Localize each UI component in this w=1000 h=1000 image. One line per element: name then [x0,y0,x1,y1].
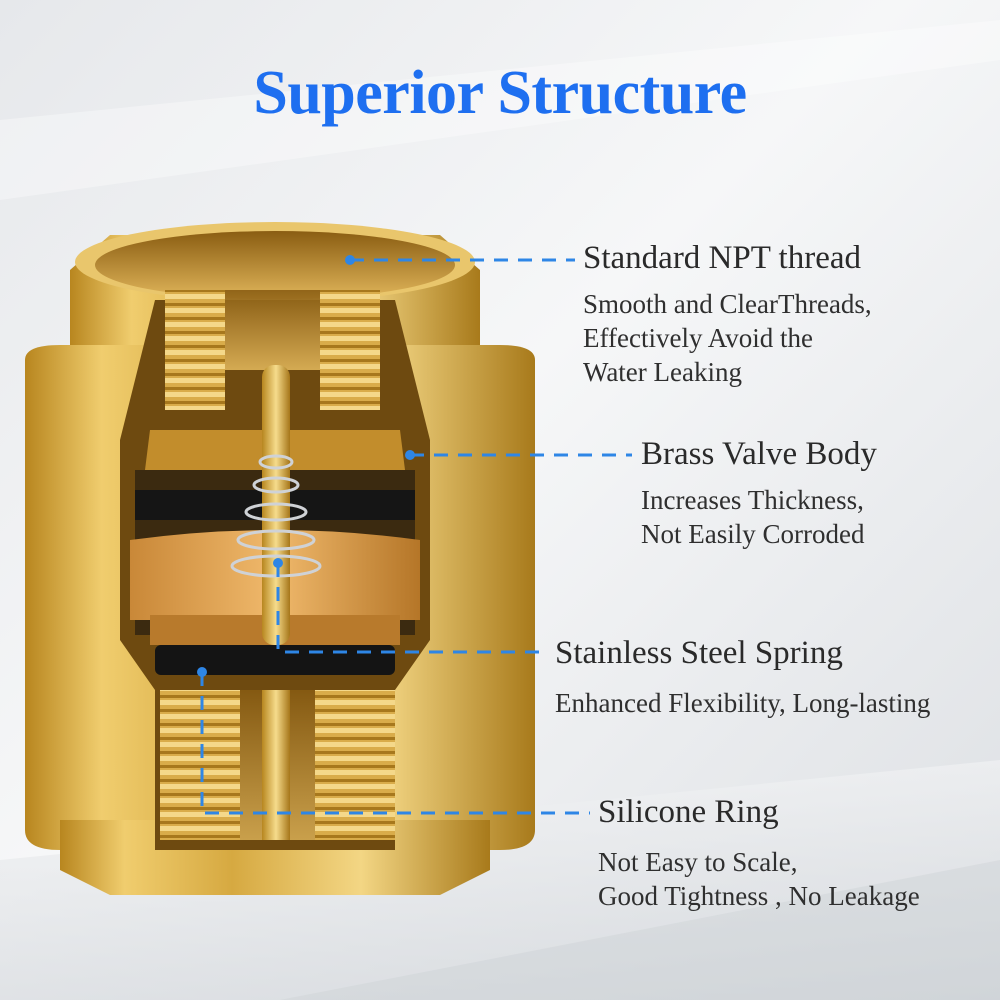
leader-line-ring [200,672,590,815]
callout-desc-line: Enhanced Flexibility, Long-lasting [555,688,931,718]
leader-dot-thread [345,255,355,265]
leader-dot-spring [273,558,283,568]
leader-dot-body [405,450,415,460]
leader-dot-ring [197,667,207,677]
callout-desc-line: Water Leaking [583,357,742,387]
callout-desc-line: Not Easily Corroded [641,519,865,549]
page-title: Superior Structure [253,59,747,127]
callout-desc-line: Smooth and ClearThreads, [583,289,872,319]
callout-desc-line: Effectively Avoid the [583,323,813,353]
callout-heading-silicone-ring: Silicone Ring [598,794,779,830]
leader-line-spring [276,563,545,654]
callout-desc-line: Increases Thickness, [641,485,864,515]
callout-heading-valve-body: Brass Valve Body [641,436,877,472]
callout-heading-spring: Stainless Steel Spring [555,635,843,671]
callout-desc-line: Not Easy to Scale, [598,847,798,877]
callout-desc-line: Good Tightness , No Leakage [598,881,920,911]
callout-heading-npt-thread: Standard NPT thread [583,240,862,276]
